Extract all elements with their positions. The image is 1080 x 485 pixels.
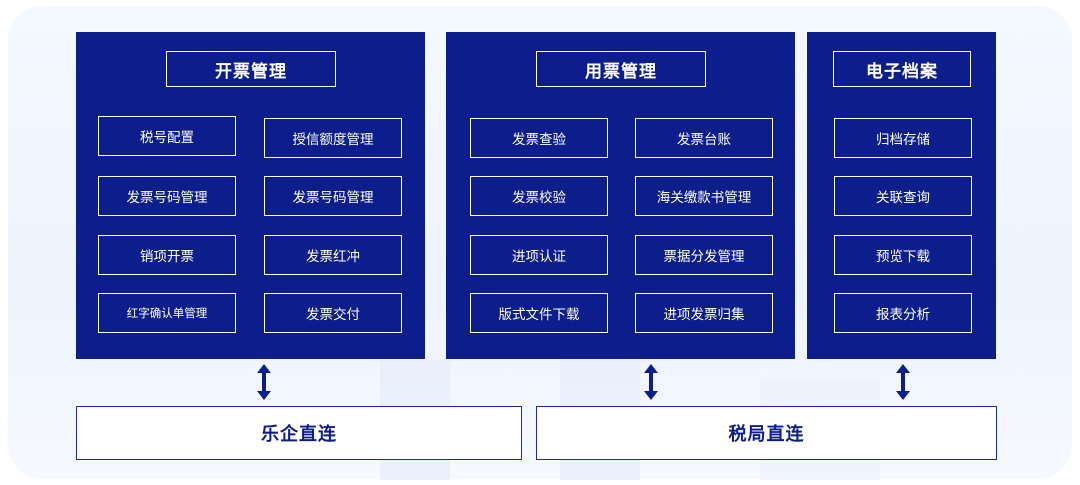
usage-panel-title: 用票管理 <box>536 51 706 87</box>
usage-item[interactable]: 票据分发管理 <box>635 235 773 275</box>
usage-item[interactable]: 发票校验 <box>470 176 608 216</box>
archive-panel: 电子档案 归档存储 关联查询 预览下载 报表分析 <box>807 32 996 359</box>
usage-panel: 用票管理 发票查验 发票台账 发票校验 海关缴款书管理 进项认证 票据分发管理 … <box>446 32 795 359</box>
usage-item[interactable]: 版式文件下载 <box>470 293 608 333</box>
usage-item[interactable]: 海关缴款书管理 <box>635 176 773 216</box>
archive-item[interactable]: 报表分析 <box>834 293 972 333</box>
invoicing-item[interactable]: 发票红冲 <box>264 235 402 275</box>
invoicing-panel: 开票管理 税号配置 授信额度管理 发票号码管理 发票号码管理 销项开票 发票红冲… <box>76 32 425 359</box>
usage-item[interactable]: 发票查验 <box>470 118 608 158</box>
invoicing-item[interactable]: 红字确认单管理 <box>98 293 236 333</box>
double-arrow-icon <box>257 364 271 400</box>
archive-item[interactable]: 预览下载 <box>834 235 972 275</box>
leqi-direct-connection[interactable]: 乐企直连 <box>76 406 522 460</box>
double-arrow-icon <box>644 364 658 400</box>
archive-panel-title: 电子档案 <box>833 51 971 87</box>
invoicing-item[interactable]: 发票号码管理 <box>98 176 236 216</box>
double-arrow-icon <box>896 364 910 400</box>
invoicing-item[interactable]: 授信额度管理 <box>264 118 402 158</box>
usage-item[interactable]: 进项认证 <box>470 235 608 275</box>
invoicing-item[interactable]: 销项开票 <box>98 235 236 275</box>
archive-item[interactable]: 关联查询 <box>834 176 972 216</box>
invoicing-item[interactable]: 税号配置 <box>98 116 236 156</box>
tax-bureau-direct-connection[interactable]: 税局直连 <box>536 406 997 460</box>
invoicing-item[interactable]: 发票交付 <box>264 293 402 333</box>
archive-item[interactable]: 归档存储 <box>834 118 972 158</box>
usage-item[interactable]: 发票台账 <box>635 118 773 158</box>
invoicing-item[interactable]: 发票号码管理 <box>264 176 402 216</box>
invoicing-panel-title: 开票管理 <box>166 51 336 87</box>
usage-item[interactable]: 进项发票归集 <box>635 293 773 333</box>
